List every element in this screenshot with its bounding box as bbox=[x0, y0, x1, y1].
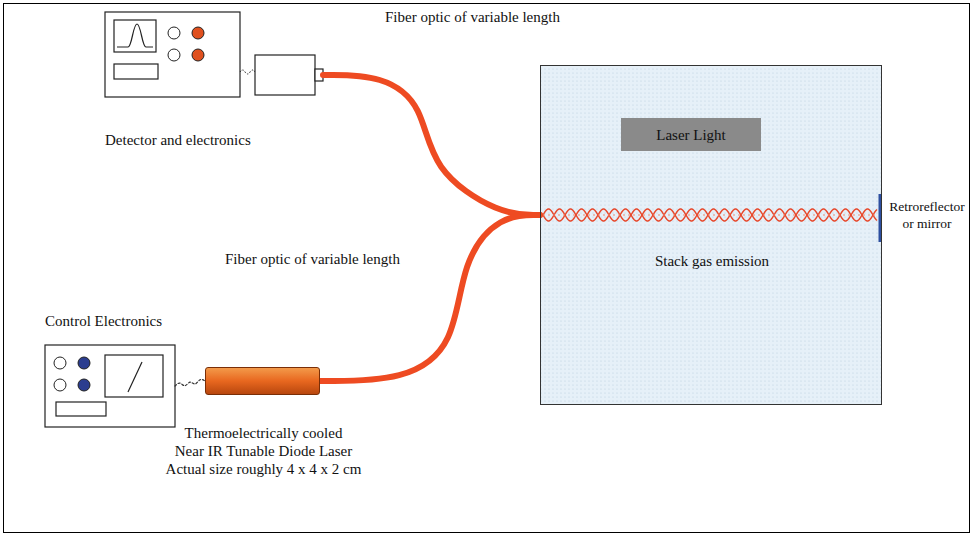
diode-laser: Thermoelectrically cooledNear IR Tunable… bbox=[205, 367, 320, 395]
laser-beam bbox=[543, 209, 877, 221]
node-text: Near IR Tunable Diode Laser bbox=[126, 442, 401, 460]
text-group: Thermoelectrically cooledNear IR Tunable… bbox=[126, 424, 401, 478]
node-text: Thermoelectrically cooled bbox=[126, 424, 401, 442]
fiber-optic bbox=[323, 75, 540, 215]
mirror-label: Retroreflector or mirror bbox=[885, 199, 969, 233]
control-unit: Control Electronics bbox=[45, 312, 175, 427]
fiber-label: Fiber optic of variable length bbox=[225, 250, 485, 269]
text-group: Control Electronics bbox=[45, 312, 205, 330]
text-group: Laser Light bbox=[621, 118, 761, 151]
control-instrument bbox=[45, 345, 175, 427]
node-text: Actual size roughly 4 x 4 x 2 cm bbox=[126, 460, 401, 478]
outer-frame bbox=[4, 4, 970, 533]
detector-unit: Detector and electronics bbox=[105, 12, 323, 152]
text-group: Detector and electronics bbox=[105, 131, 323, 149]
text-group: Stack gas emission bbox=[541, 252, 883, 270]
beam-wave bbox=[543, 209, 877, 221]
node-text: Control Electronics bbox=[45, 312, 205, 330]
fiber-label: Fiber optic of variable length bbox=[385, 8, 645, 27]
beam-wave bbox=[543, 209, 877, 221]
stack-box: Stack gas emission Laser Light bbox=[540, 65, 882, 405]
node-text: Laser Light bbox=[656, 126, 726, 144]
laser-light-box: Laser Light bbox=[621, 118, 761, 151]
detector-instrument bbox=[105, 12, 323, 97]
fiber-optic bbox=[320, 215, 540, 381]
node-text: Detector and electronics bbox=[105, 131, 323, 149]
node-text: Stack gas emission bbox=[541, 252, 883, 270]
control-cable bbox=[175, 379, 205, 386]
beam-axis bbox=[543, 215, 877, 216]
stack-ground bbox=[540, 65, 882, 405]
